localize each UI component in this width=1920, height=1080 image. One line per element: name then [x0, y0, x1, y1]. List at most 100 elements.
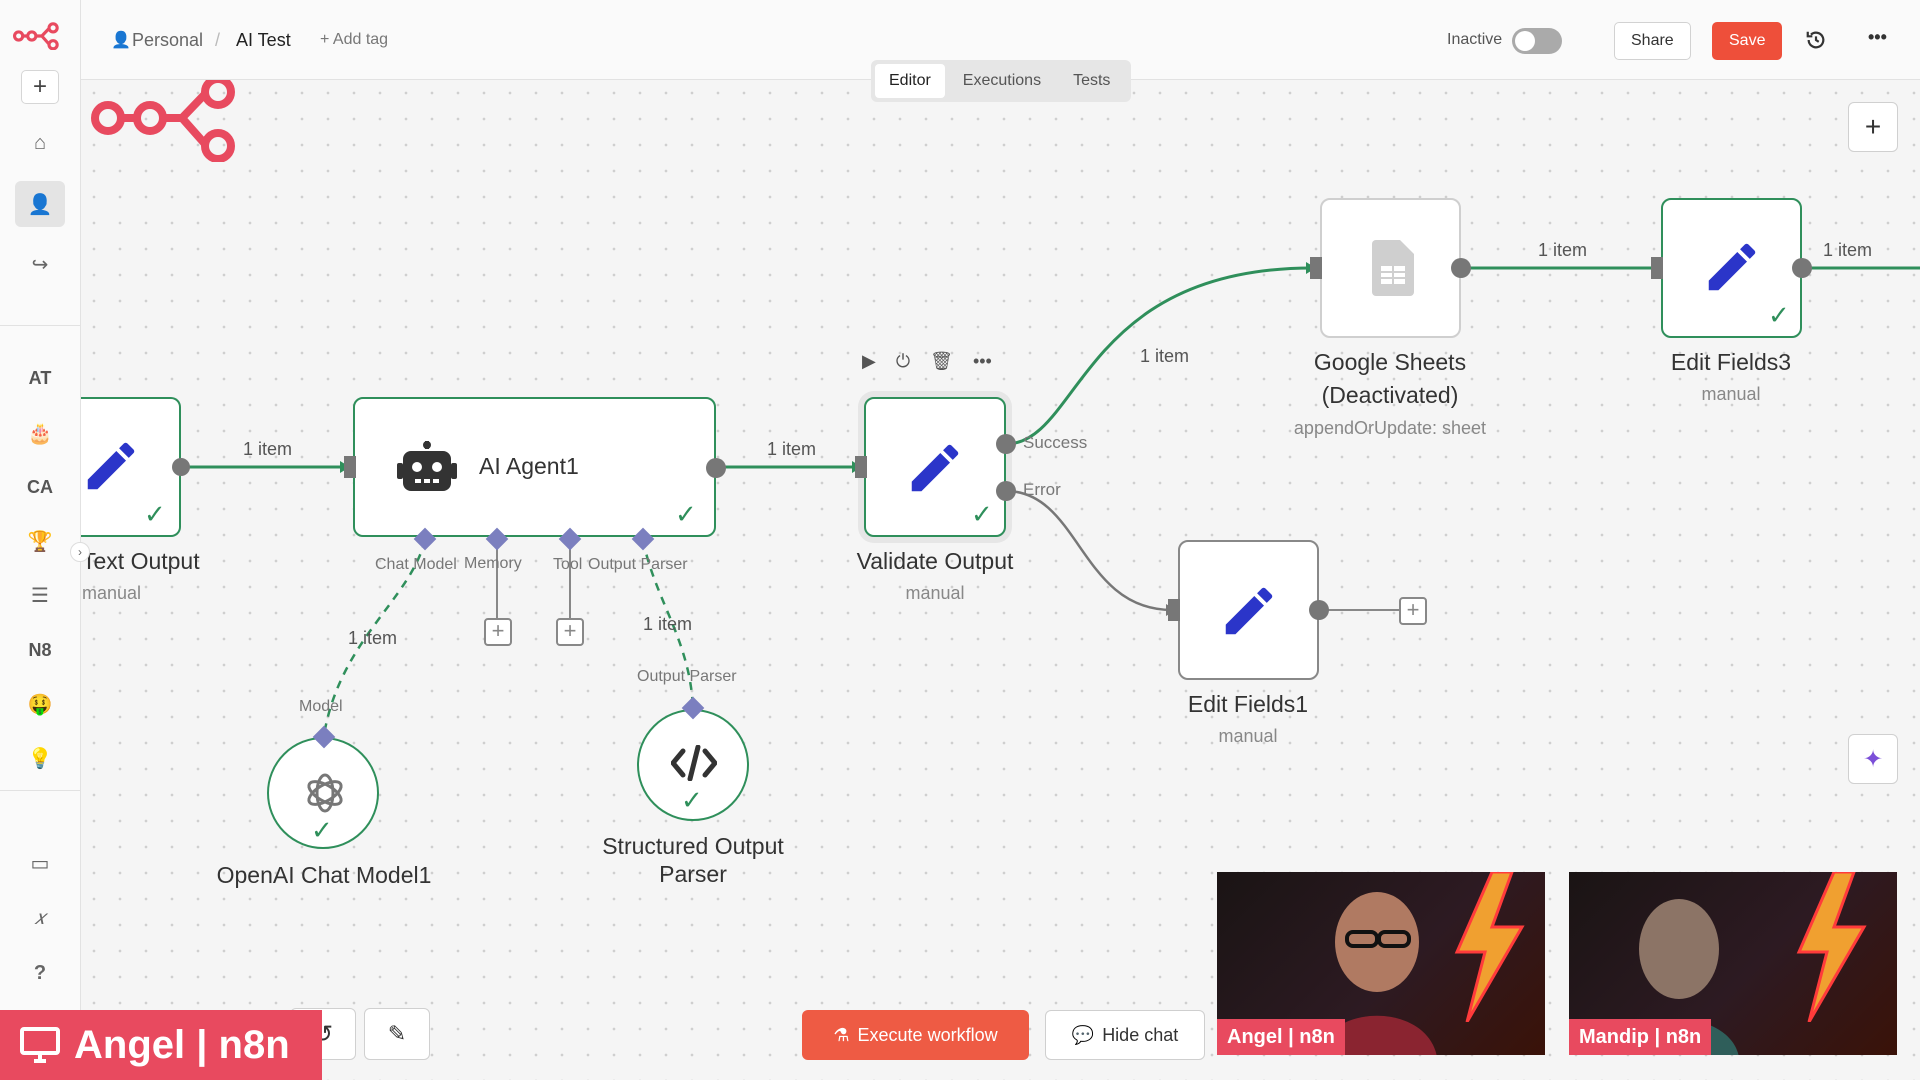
node-label: Edit Fields1 — [1187, 691, 1309, 717]
openai-icon — [307, 773, 343, 813]
input-port[interactable] — [855, 456, 867, 478]
more-icon[interactable]: ••• — [972, 350, 992, 371]
node-structured-output-parser[interactable]: ✓ — [637, 709, 749, 821]
workflow-canvas[interactable] — [81, 80, 1920, 1080]
node-ai-agent[interactable]: AI Agent1 ✓ — [353, 397, 716, 537]
ai-assistant-icon[interactable]: ✦ — [1848, 734, 1898, 784]
home-icon[interactable]: ⌂ — [33, 131, 47, 154]
port-label: Error — [1023, 480, 1061, 499]
active-toggle[interactable] — [1512, 28, 1562, 54]
project-cake-icon[interactable]: 🎂 — [27, 422, 53, 445]
more-options-icon[interactable]: ••• — [1868, 27, 1887, 47]
pencil-icon — [87, 442, 135, 490]
project-bulb-icon[interactable]: 💡 — [27, 747, 53, 770]
status-label: Inactive — [1447, 31, 1503, 48]
pencil-icon — [1225, 587, 1273, 635]
input-port[interactable] — [1168, 599, 1180, 621]
sidebar: + ⌂ 👤 ↪ AT 🎂 CA 🏆 ☰ N8 🤑 💡 ▭ 𝑥 ? › — [0, 0, 90, 1080]
code-icon — [671, 745, 717, 781]
lightning-graphic — [1454, 872, 1525, 1022]
port-label: Model — [299, 698, 343, 715]
flask-icon: ⚗ — [833, 1024, 850, 1045]
project-ca[interactable]: CA — [27, 476, 53, 497]
node-label: (Deactivated) — [1321, 382, 1459, 408]
execute-workflow-button[interactable]: ⚗ Execute workflow — [802, 1010, 1029, 1060]
project-n8[interactable]: N8 — [28, 639, 52, 660]
output-port[interactable] — [1309, 600, 1329, 620]
input-port[interactable] — [344, 456, 356, 478]
shared-icon[interactable]: ↪ — [31, 253, 49, 276]
port-label: Success — [1023, 433, 1088, 452]
node-sub: manual — [905, 583, 965, 603]
templates-icon[interactable]: ▭ — [30, 852, 50, 875]
history-icon[interactable] — [1805, 29, 1827, 51]
tab-tests[interactable]: Tests — [1073, 72, 1111, 89]
lightning-graphic — [1796, 872, 1867, 1022]
variables-icon[interactable]: 𝑥 — [34, 906, 46, 929]
add-tool-button[interactable]: + — [556, 618, 584, 646]
node-label: Parser — [659, 861, 727, 887]
video-name-tag: Mandip | n8n — [1569, 1019, 1712, 1055]
trash-icon[interactable]: 🗑 — [930, 350, 953, 371]
project-at[interactable]: AT — [28, 367, 52, 388]
node-validate-output[interactable]: ✓ — [864, 397, 1006, 537]
node-sub: appendOrUpdate: sheet — [1293, 418, 1487, 438]
node-google-sheets[interactable] — [1320, 198, 1461, 338]
tab-editor[interactable]: Editor — [875, 64, 945, 98]
port-label: Output Parser — [637, 668, 737, 685]
node-sub: manual — [1218, 726, 1278, 746]
n8n-small-logo[interactable] — [13, 22, 65, 50]
help-icon[interactable]: ? — [33, 961, 47, 984]
project-emoji-icon[interactable]: 🤑 — [27, 693, 53, 716]
video-name-tag: Angel | n8n — [1217, 1019, 1345, 1055]
node-edit-fields1[interactable] — [1178, 540, 1319, 680]
success-check-icon: ✓ — [144, 499, 166, 529]
output-port[interactable] — [1792, 258, 1812, 278]
hide-chat-button[interactable]: 💬 Hide chat — [1045, 1010, 1205, 1060]
add-memory-button[interactable]: + — [484, 618, 512, 646]
breadcrumb-project[interactable]: Personal — [132, 30, 204, 50]
node-edit-fields3[interactable]: ✓ — [1661, 198, 1802, 338]
tidy-up-icon[interactable]: ✎ — [364, 1008, 430, 1060]
port-label: Tool — [553, 556, 583, 573]
sidebar-collapse-button[interactable]: › — [70, 542, 90, 562]
input-port[interactable] — [1651, 257, 1663, 279]
add-node-button[interactable]: + — [1399, 597, 1427, 625]
success-check-icon: ✓ — [675, 499, 697, 529]
divider — [0, 790, 81, 791]
success-check-icon: ✓ — [681, 785, 703, 815]
play-icon[interactable]: ▶ — [862, 350, 876, 371]
node-toolbar: ▶ ⏻ 🗑 ••• — [862, 348, 1002, 374]
spreadsheet-icon — [1372, 240, 1414, 296]
save-button[interactable]: Save — [1712, 22, 1783, 60]
output-port[interactable] — [172, 458, 190, 476]
add-tag-button[interactable]: + Add tag — [320, 31, 389, 48]
success-port[interactable] — [996, 434, 1016, 454]
error-port[interactable] — [996, 481, 1016, 501]
node-label: Text Output — [82, 548, 200, 574]
pencil-icon — [1708, 243, 1756, 291]
output-port[interactable] — [1451, 258, 1471, 278]
output-port[interactable] — [706, 458, 726, 478]
chat-icon: 💬 — [1071, 1024, 1095, 1045]
share-button[interactable]: Share — [1614, 22, 1691, 60]
user-icon: 👤 — [111, 32, 131, 49]
power-icon[interactable]: ⏻ — [895, 350, 911, 371]
pencil-icon — [911, 444, 959, 492]
workflow-name[interactable]: AI Test — [236, 30, 291, 50]
add-node-button[interactable]: + — [1848, 102, 1898, 152]
video-tile-mandip: Mandip | n8n — [1569, 872, 1897, 1055]
create-button[interactable]: + — [21, 70, 59, 104]
sidebar-item-personal[interactable]: 👤 — [15, 181, 65, 227]
project-trophy-icon[interactable]: 🏆 — [27, 530, 53, 553]
n8n-logo — [91, 75, 235, 162]
project-checklist-icon[interactable]: ☰ — [31, 584, 49, 607]
input-port[interactable] — [1310, 257, 1322, 279]
tab-executions[interactable]: Executions — [962, 72, 1042, 89]
monitor-icon — [20, 1027, 60, 1063]
node-text-output[interactable]: ✓ — [66, 397, 181, 537]
view-tabs: Editor Executions Tests — [871, 60, 1131, 102]
success-check-icon: ✓ — [1768, 300, 1790, 330]
node-openai-chat-model[interactable]: ✓ — [267, 737, 379, 849]
edge-item-count: 1 item — [1538, 240, 1588, 260]
